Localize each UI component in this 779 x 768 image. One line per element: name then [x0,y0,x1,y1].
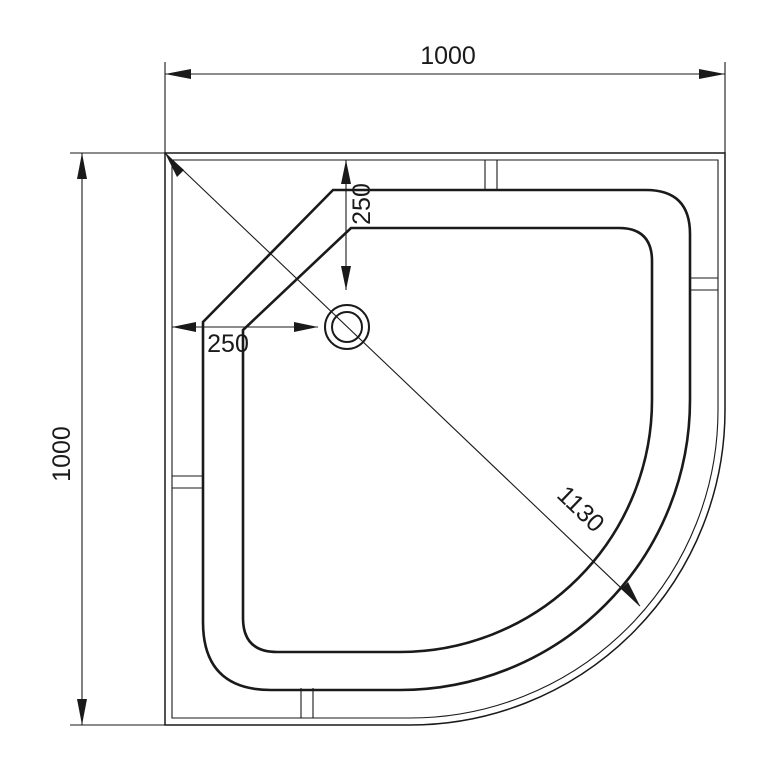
diagonal-dimension: 1130 [164,152,641,607]
tray-rim [201,188,692,692]
horizontal-offset-label: 250 [207,330,249,358]
top-width-dimension: 1000 [164,42,726,153]
vertical-offset-label: 250 [348,183,376,225]
tray-outer-outline [164,152,726,726]
tray-basin [241,226,654,654]
drain-outlet [324,304,370,350]
left-height-dimension: 1000 [48,152,165,726]
horizontal-offset-dimension: 250 [172,322,318,358]
left-height-label: 1000 [48,426,76,482]
support-ribs [172,160,718,718]
top-width-label: 1000 [420,42,476,70]
vertical-offset-dimension: 250 [341,160,376,290]
